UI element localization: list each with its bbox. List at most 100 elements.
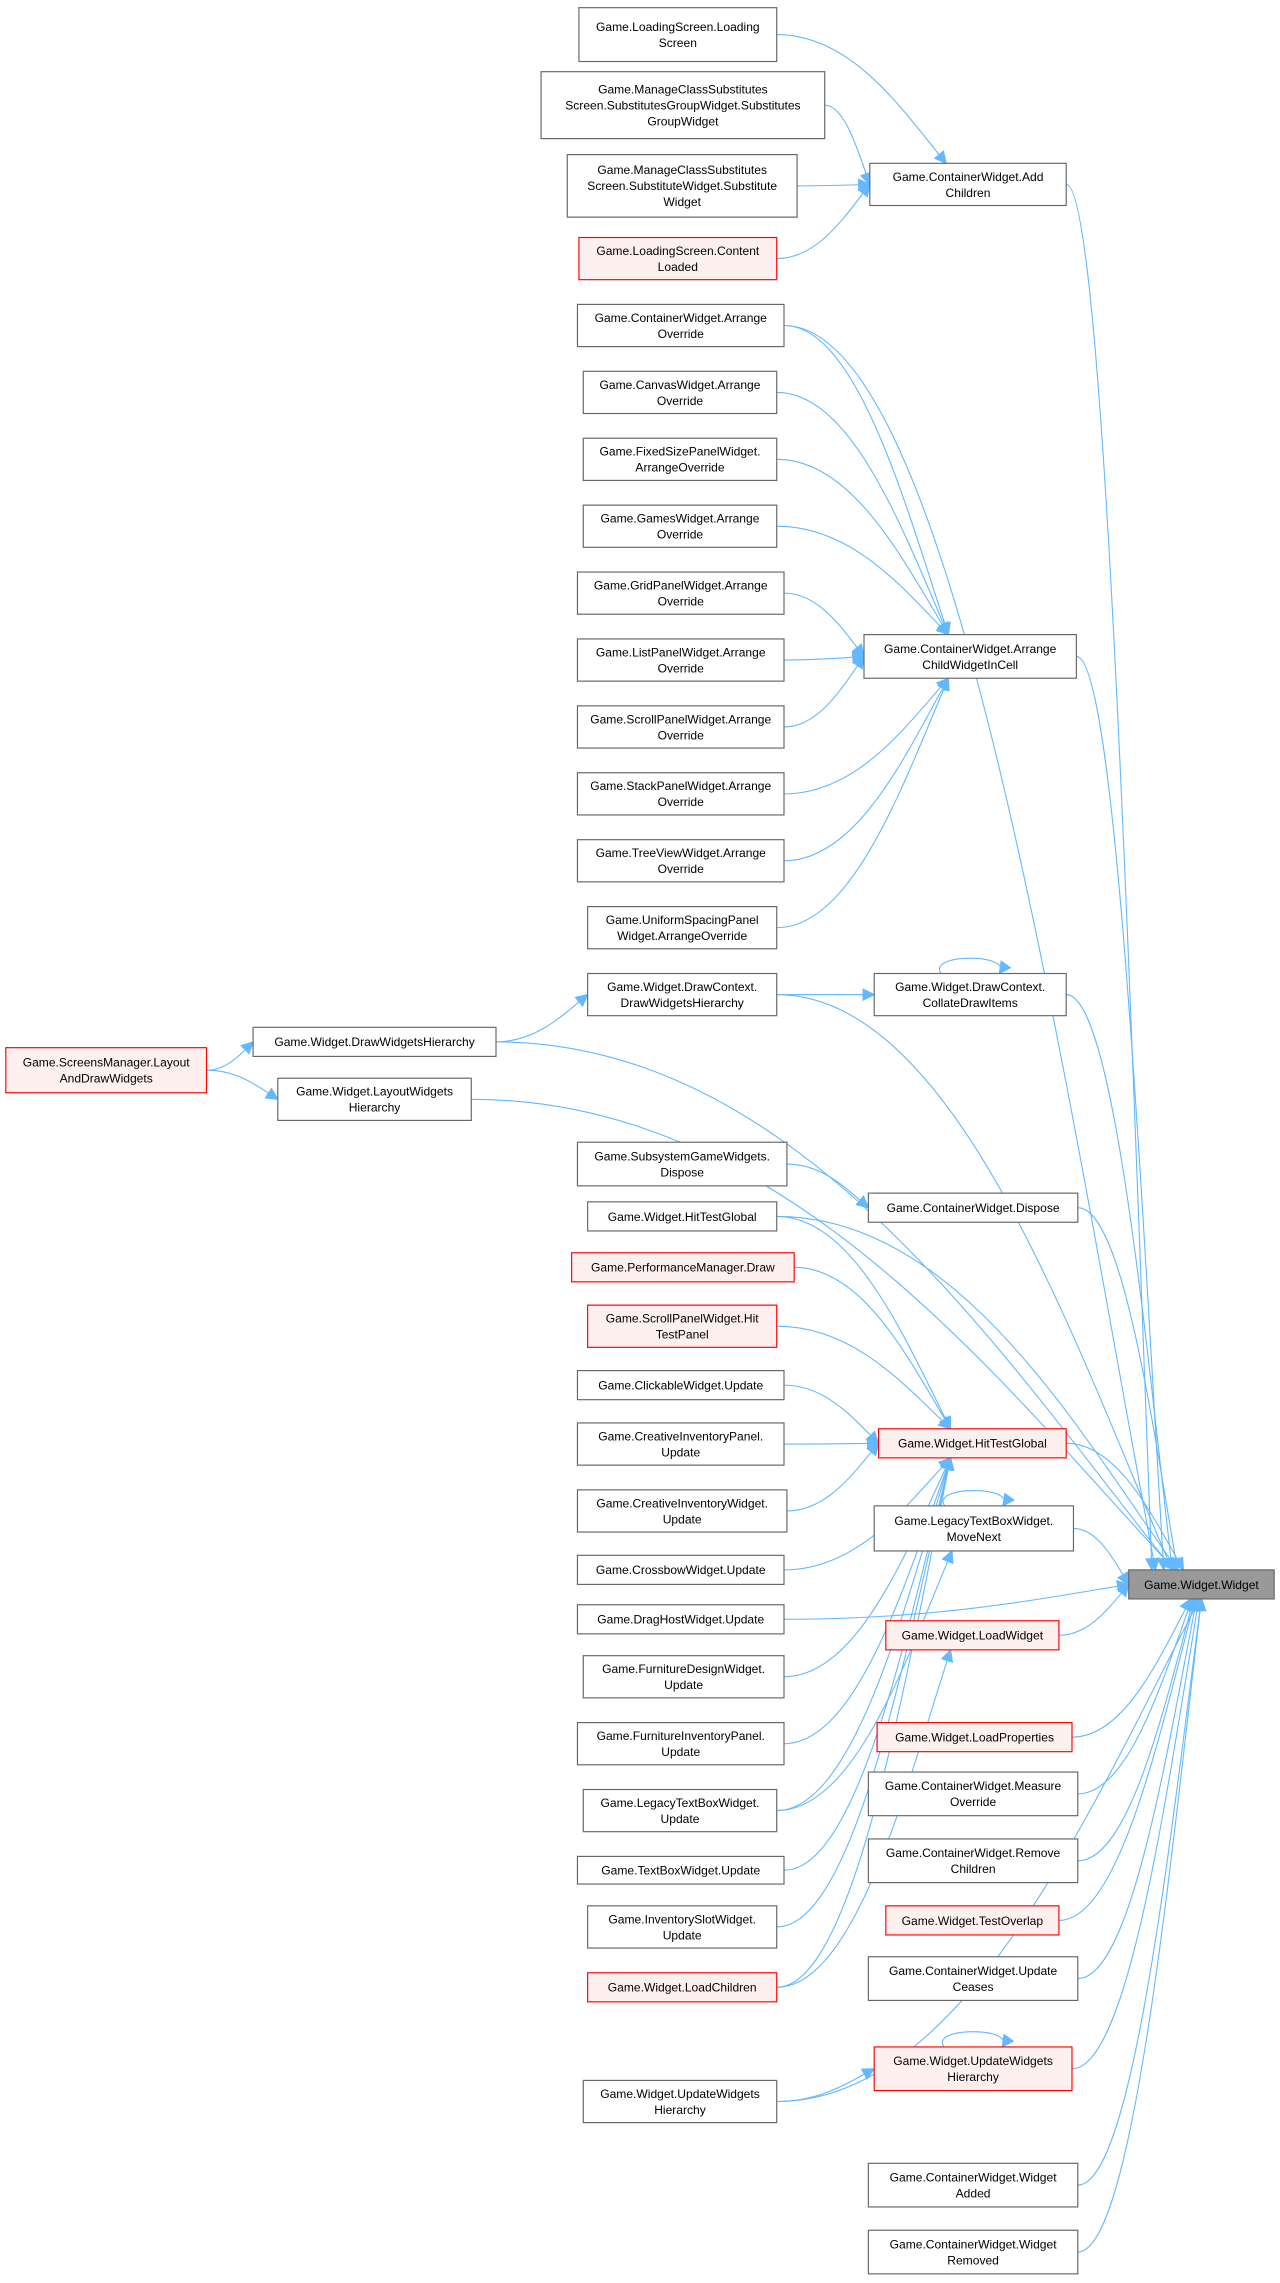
node-game-listpanelwidget-arrangeoverride[interactable]: Game.ListPanelWidget.ArrangeOverride bbox=[576, 638, 785, 682]
node-game-uniformspacingpanelwidget-arrangeoverride[interactable]: Game.UniformSpacingPanelWidget.ArrangeOv… bbox=[587, 906, 778, 950]
node-label: TestPanel bbox=[656, 1328, 709, 1342]
node-game-inventoryslotwidget-update[interactable]: Game.InventorySlotWidget.Update bbox=[587, 1905, 778, 1949]
node-label: Game.ContainerWidget.Remove bbox=[886, 1846, 1061, 1860]
node-label: Game.ScreensManager.Layout bbox=[23, 1056, 191, 1070]
node-game-canvaswidget-arrangeoverride[interactable]: Game.CanvasWidget.ArrangeOverride bbox=[582, 370, 778, 415]
edge-D-to-T bbox=[1077, 1207, 1182, 1572]
node-label: Widget.ArrangeOverride bbox=[617, 929, 747, 943]
node-box bbox=[252, 1026, 497, 1057]
node-box bbox=[867, 1956, 1079, 2001]
node-game-fixedsizepanelwidget-arrangeoverride[interactable]: Game.FixedSizePanelWidget. ArrangeOverrid… bbox=[582, 437, 778, 481]
node-game-widget-drawwidgetshierarchy[interactable]: Game.Widget.DrawWidgetsHierarchy bbox=[252, 1026, 497, 1057]
edge-I-to-T bbox=[1077, 1597, 1195, 1795]
node-game-clickablewidget-update[interactable]: Game.ClickableWidget.Update bbox=[576, 1370, 785, 1401]
node-label: Game.GamesWidget.Arrange bbox=[601, 512, 760, 526]
node-box bbox=[873, 2046, 1073, 2092]
node-game-treeviewwidget-arrangeoverride[interactable]: Game.TreeViewWidget.ArrangeOverride bbox=[576, 839, 785, 883]
node-label: Game.LegacyTextBoxWidget. bbox=[894, 1514, 1053, 1528]
node-label: ArrangeOverride bbox=[635, 461, 724, 475]
node-game-stackpanelwidget-arrangeoverride[interactable]: Game.StackPanelWidget.ArrangeOverride bbox=[576, 772, 785, 816]
node-game-widget-loadchildren[interactable]: Game.Widget.LoadChildren bbox=[587, 1972, 778, 2003]
node-label: Update bbox=[663, 1928, 702, 1942]
node-game-widget-drawcontext-collatedrawitems[interactable]: Game.Widget.DrawContext.CollateDrawItems bbox=[873, 972, 1067, 1017]
node-label: Game.Widget.TestOverlap bbox=[902, 1914, 1044, 1928]
node-label: Removed bbox=[947, 2253, 999, 2267]
node-game-legacytextboxwidget-update[interactable]: Game.LegacyTextBoxWidget.Update bbox=[582, 1788, 778, 1833]
node-game-widget-hittestglobal[interactable]: Game.Widget.HitTestGlobal bbox=[877, 1428, 1067, 1459]
node-game-creativeinventorywidget-update[interactable]: Game.CreativeInventoryWidget.Update bbox=[576, 1489, 788, 1533]
edge-n5-to-B bbox=[783, 324, 951, 636]
node-game-legacytextboxwidget-movenext[interactable]: Game.LegacyTextBoxWidget.MoveNext bbox=[873, 1505, 1075, 1552]
node-box bbox=[576, 1489, 788, 1533]
edge-n6-to-B bbox=[776, 391, 950, 636]
node-game-widget-loadwidget[interactable]: Game.Widget.LoadWidget bbox=[885, 1620, 1060, 1651]
node-game-manageclasssubstitutesscreen-substitutewidget-substitutewidget[interactable]: Game.ManageClassSubstitutesScreen.Substi… bbox=[566, 154, 798, 218]
node-game-widget-testoverlap[interactable]: Game.Widget.TestOverlap bbox=[885, 1905, 1060, 1936]
node-box bbox=[540, 71, 826, 140]
node-game-containerwidget-arrangeoverride[interactable]: Game.ContainerWidget.ArrangeOverride bbox=[576, 303, 785, 348]
node-box bbox=[576, 571, 785, 615]
node-label: Game.ContainerWidget.Widget bbox=[890, 2237, 1058, 2251]
node-game-containerwidget-arrangechildwidgetincell[interactable]: Game.ContainerWidget.ArrangeChildWidgetI… bbox=[863, 634, 1077, 679]
node-label: Game.ContainerWidget.Arrange bbox=[884, 642, 1057, 656]
node-game-performancemanager-draw[interactable]: Game.PerformanceManager.Draw bbox=[571, 1252, 795, 1283]
node-box bbox=[578, 236, 778, 281]
node-game-furnituredesignwidget-update[interactable]: Game.FurnitureDesignWidget.Update bbox=[582, 1655, 785, 1699]
node-game-scrollpanelwidget-arrangeoverride[interactable]: Game.ScrollPanelWidget.ArrangeOverride bbox=[576, 705, 785, 749]
node-label: Game.Widget.LoadWidget bbox=[902, 1629, 1044, 1643]
node-game-creativeinventorypanel-update[interactable]: Game.CreativeInventoryPanel.Update bbox=[576, 1422, 785, 1466]
node-label: Screen bbox=[659, 36, 697, 50]
node-box bbox=[587, 972, 778, 1017]
node-box bbox=[576, 303, 785, 348]
node-game-widget-widget[interactable]: Game.Widget.Widget bbox=[1128, 1569, 1275, 1600]
edge-C-to-C bbox=[938, 957, 1012, 975]
node-game-widget-loadproperties[interactable]: Game.Widget.LoadProperties bbox=[876, 1722, 1073, 1753]
node-label: Update bbox=[661, 1812, 700, 1826]
node-game-containerwidget-dispose[interactable]: Game.ContainerWidget.Dispose bbox=[867, 1192, 1079, 1223]
edge-M-to-T bbox=[1071, 1597, 1204, 2070]
node-game-widget-drawcontext-drawwidgetshierarchy[interactable]: Game.Widget.DrawContext.DrawWidgetsHiera… bbox=[587, 972, 778, 1017]
node-game-widget-hittestglobal[interactable]: Game.Widget.HitTestGlobal bbox=[587, 1201, 778, 1232]
node-label: Override bbox=[657, 528, 704, 542]
node-box bbox=[867, 1838, 1079, 1884]
node-box bbox=[867, 2229, 1079, 2275]
node-label: Screen.SubstitutesGroupWidget.Substitute… bbox=[565, 99, 800, 113]
edge-A-to-T bbox=[1066, 183, 1158, 1572]
node-game-subsystemgamewidgets-dispose[interactable]: Game.SubsystemGameWidgets.Dispose bbox=[576, 1141, 788, 1187]
node-label: Game.UniformSpacingPanel bbox=[606, 913, 759, 927]
node-label: Override bbox=[950, 1795, 997, 1809]
node-game-furnitureinventorypanel-update[interactable]: Game.FurnitureInventoryPanel.Update bbox=[576, 1722, 785, 1766]
node-game-manageclasssubstitutesscreen-substitutesgroupwidget-substitutesgroupwidget[interactable]: Game.ManageClassSubstitutesScreen.Substi… bbox=[540, 71, 826, 140]
node-label: Game.Widget.HitTestGlobal bbox=[898, 1437, 1047, 1451]
edge-n13-to-B bbox=[783, 677, 950, 862]
node-label: Update bbox=[661, 1445, 700, 1459]
node-label: ChildWidgetInCell bbox=[922, 658, 1018, 672]
node-label: Game.FixedSizePanelWidget. bbox=[600, 445, 761, 459]
node-game-crossbowwidget-update[interactable]: Game.CrossbowWidget.Update bbox=[576, 1554, 785, 1585]
node-label: Game.ContainerWidget.Dispose bbox=[887, 1201, 1060, 1215]
node-game-gridpanelwidget-arrangeoverride[interactable]: Game.GridPanelWidget.ArrangeOverride bbox=[576, 571, 785, 615]
node-label: Game.ContainerWidget.Add bbox=[893, 170, 1044, 184]
edge-n30-to-F bbox=[776, 1549, 954, 1812]
node-game-textboxwidget-update[interactable]: Game.TextBoxWidget.Update bbox=[576, 1855, 785, 1885]
node-label: Game.SubsystemGameWidgets. bbox=[594, 1149, 770, 1163]
edge-J-to-T bbox=[1077, 1597, 1197, 1862]
node-game-loadingscreen-loadingscreen[interactable]: Game.LoadingScreen.LoadingScreen bbox=[578, 7, 778, 63]
edge-n17-to-n16 bbox=[206, 1040, 255, 1071]
node-label: Override bbox=[658, 728, 705, 742]
node-game-gameswidget-arrangeoverride[interactable]: Game.GamesWidget.ArrangeOverride bbox=[582, 504, 778, 548]
node-game-draghostwidget-update[interactable]: Game.DragHostWidget.Update bbox=[576, 1604, 785, 1635]
